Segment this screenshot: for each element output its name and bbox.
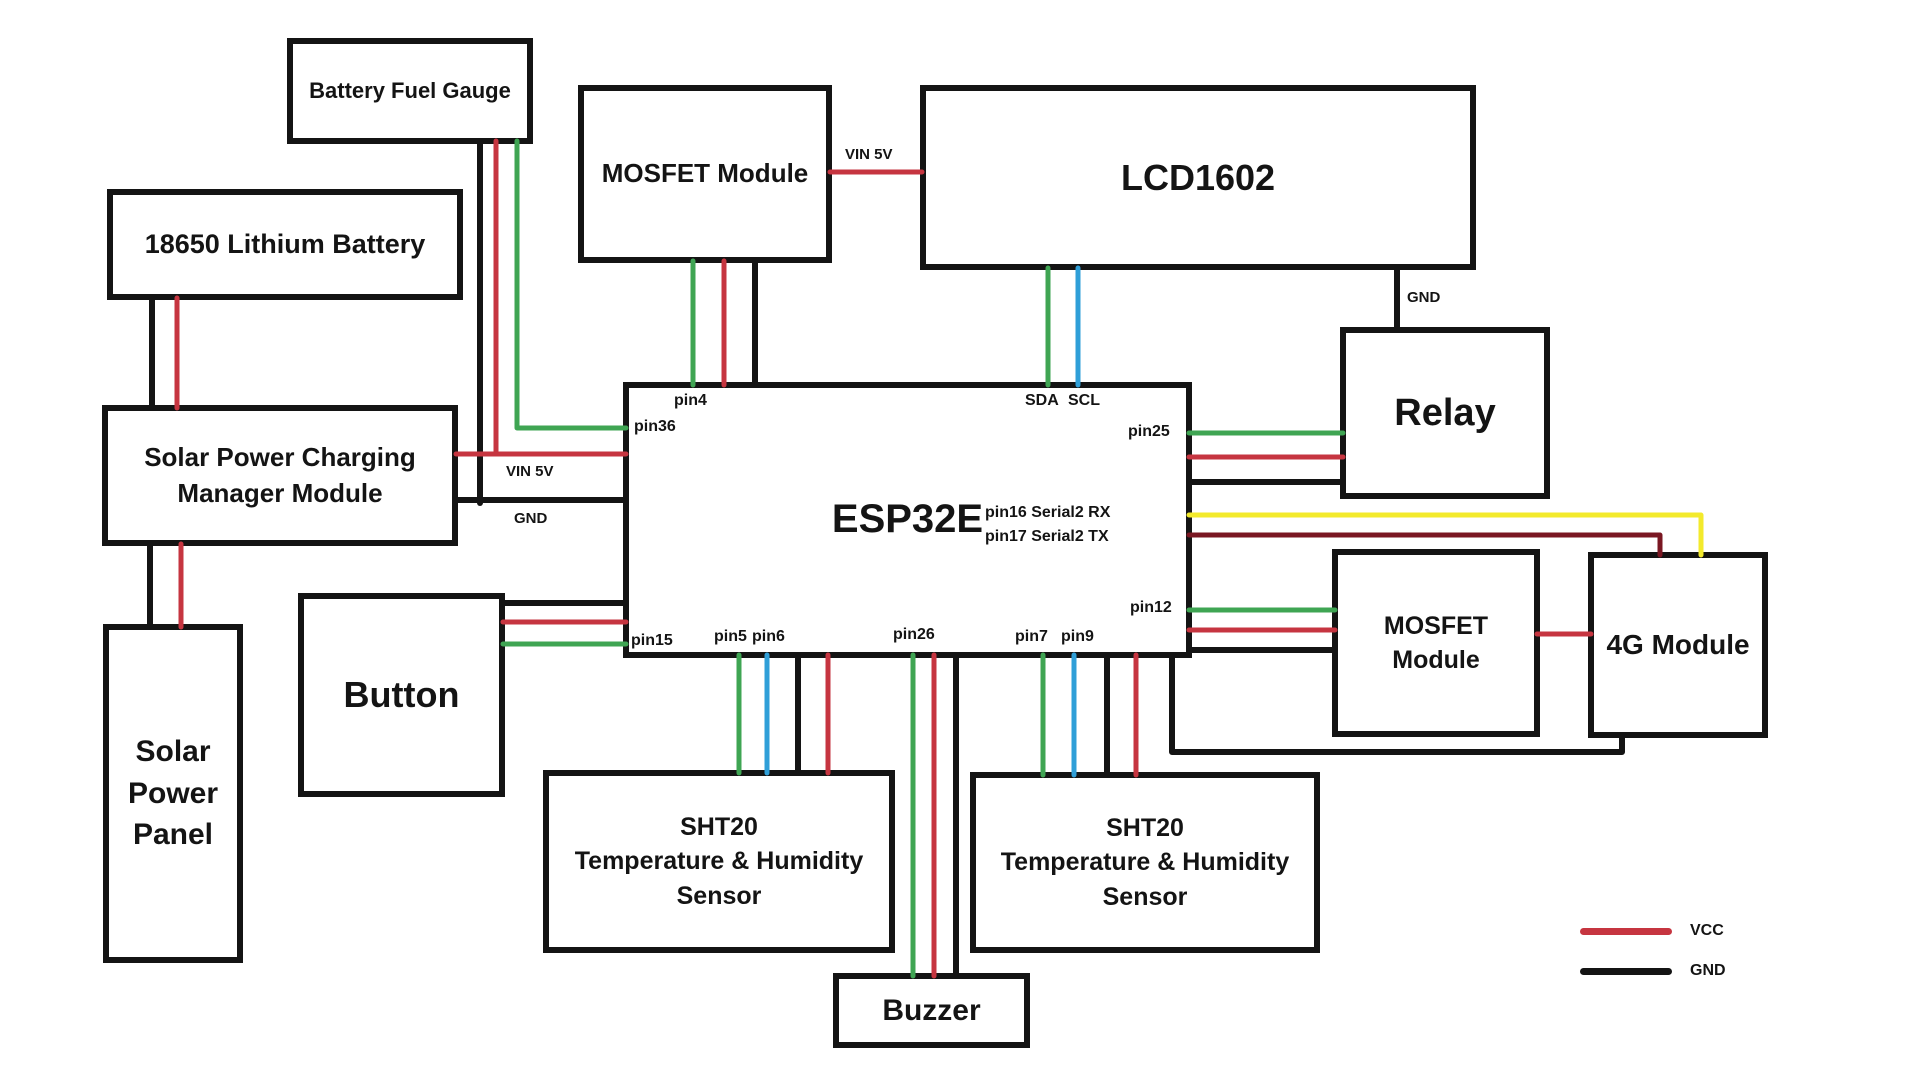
legend-gnd-swatch: [1580, 968, 1672, 975]
label-pin5: pin5: [714, 628, 747, 645]
label-vin5v-left: VIN 5V: [506, 463, 554, 480]
lithium-battery-18650-label: 18650 Lithium Battery: [144, 228, 426, 259]
buzzer-box: Buzzer: [833, 973, 1030, 1048]
label-pin16-serial2-rx: pin16 Serial2 RX: [985, 504, 1111, 521]
label-vin5v-top: VIN 5V: [845, 146, 893, 163]
label-pin17-serial2-tx: pin17 Serial2 TX: [985, 528, 1109, 545]
lcd1602-box: LCD1602: [920, 85, 1476, 270]
battery-fuel-gauge-box: Battery Fuel Gauge: [287, 38, 533, 144]
module-4g-label: 4G Module: [1606, 628, 1750, 660]
label-scl: SCL: [1068, 392, 1100, 409]
solar-power-panel-label: Solar Power Panel: [127, 735, 219, 852]
battery-fuel-gauge-label: Battery Fuel Gauge: [309, 77, 511, 103]
button-label: Button: [343, 674, 460, 716]
relay-label: Relay: [1394, 391, 1496, 434]
solar-power-panel-box: Solar Power Panel: [103, 624, 243, 963]
label-pin6: pin6: [752, 628, 785, 645]
lithium-battery-18650-box: 18650 Lithium Battery: [107, 189, 463, 300]
mosfet-module-1-box: MOSFET Module: [578, 85, 832, 263]
relay-box: Relay: [1340, 327, 1550, 499]
label-pin7: pin7: [1015, 628, 1048, 645]
label-pin26: pin26: [893, 626, 935, 643]
label-pin4: pin4: [674, 392, 707, 409]
sht20-sensor-1-label: SHT20 Temperature & Humidity Sensor: [574, 812, 864, 910]
solar-power-charging-manager-box: Solar Power Charging Manager Module: [102, 405, 458, 546]
mosfet-module-2-label: MOSFET Module: [1383, 611, 1489, 675]
legend-gnd-label: GND: [1690, 962, 1726, 979]
lcd1602-label: LCD1602: [1120, 156, 1276, 198]
solar-power-charging-manager-label: Solar Power Charging Manager Module: [144, 441, 416, 508]
label-gnd-lcd-relay: GND: [1407, 289, 1441, 306]
module-4g-box: 4G Module: [1588, 552, 1768, 738]
sht20-sensor-1-box: SHT20 Temperature & Humidity Sensor: [543, 770, 895, 953]
esp32e-box: ESP32E: [623, 382, 1192, 658]
esp32e-label: ESP32E: [831, 497, 984, 542]
button-box: Button: [298, 593, 505, 797]
mosfet-module-2-box: MOSFET Module: [1332, 549, 1540, 737]
legend-vcc-swatch: [1580, 928, 1672, 935]
label-gnd-left: GND: [514, 510, 548, 527]
label-pin12: pin12: [1130, 599, 1172, 616]
legend-vcc-label: VCC: [1690, 922, 1724, 939]
label-pin36: pin36: [634, 418, 676, 435]
label-pin25: pin25: [1128, 423, 1170, 440]
label-sda: SDA: [1025, 392, 1059, 409]
label-pin15: pin15: [631, 632, 673, 649]
sht20-sensor-2-box: SHT20 Temperature & Humidity Sensor: [970, 772, 1320, 953]
label-pin9: pin9: [1061, 628, 1094, 645]
sht20-sensor-2-label: SHT20 Temperature & Humidity Sensor: [1000, 813, 1290, 911]
mosfet-module-1-label: MOSFET Module: [601, 158, 809, 189]
buzzer-label: Buzzer: [882, 993, 981, 1027]
